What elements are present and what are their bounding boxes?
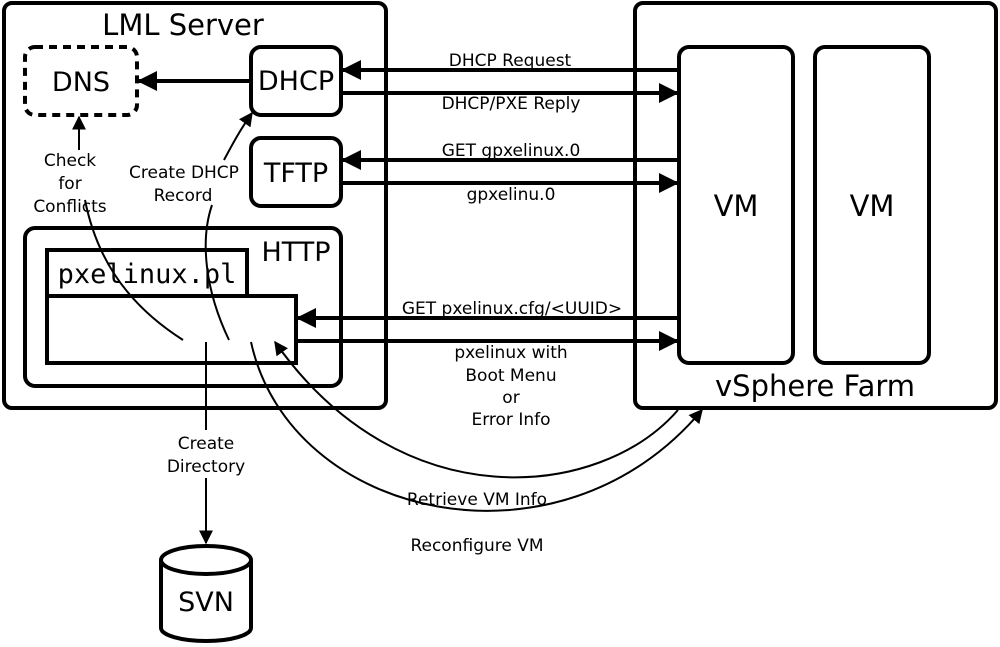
svn-label: SVN: [178, 587, 234, 618]
create-directory-label-1: Create: [178, 434, 235, 454]
pxelinux-pl-body: [45, 294, 298, 365]
create-dhcp-record-arrow: [223, 111, 253, 161]
pxelinux-reply-label-4: Error Info: [471, 410, 550, 430]
reconfigure-vm-label: Reconfigure VM: [410, 536, 543, 556]
pxelinux-reply-label-1: pxelinux with: [454, 343, 567, 363]
http-label: HTTP: [261, 237, 330, 268]
svn-cylinder: [159, 544, 253, 643]
lml-server-label: LML Server: [102, 8, 264, 42]
dhcp-label: DHCP: [258, 66, 334, 97]
pxelinux-reply-label-3: or: [502, 388, 519, 408]
check-conflicts-label-3: Conflicts: [33, 197, 106, 217]
dhcp-request-label: DHCP Request: [449, 51, 572, 71]
retrieve-vm-info-label: Retrieve VM Info: [407, 490, 547, 510]
dhcp-reply-label: DHCP/PXE Reply: [442, 94, 581, 114]
pxelinux-reply-label-2: Boot Menu: [465, 366, 556, 386]
vm-box-2: [813, 45, 931, 365]
create-dhcp-record-curve: [204, 204, 230, 341]
dns-label: DNS: [52, 67, 110, 98]
vm-label-1: VM: [714, 189, 759, 223]
vm-box-1: [677, 45, 795, 365]
tftp-label: TFTP: [263, 158, 328, 189]
check-conflicts-curve: [84, 199, 184, 341]
vsphere-farm-label: vSphere Farm: [715, 369, 915, 403]
tftp-box: [249, 136, 343, 208]
create-dhcp-record-label-2: Record: [154, 186, 213, 206]
create-dhcp-record-label-1: Create DHCP: [129, 163, 239, 183]
vm-label-2: VM: [850, 189, 895, 223]
gpxelinu-label: gpxelinu.0: [467, 185, 556, 205]
check-conflicts-label-2: for: [58, 174, 81, 194]
create-directory-label-2: Directory: [167, 457, 245, 477]
get-gpxelinux-label: GET gpxelinux.0: [442, 141, 581, 161]
get-pxelinux-cfg-label: GET pxelinux.cfg/<UUID>: [402, 299, 622, 319]
check-conflicts-label-1: Check: [44, 151, 96, 171]
retrieve-vm-info-arrow: [274, 340, 679, 479]
reconfigure-vm-arrow: [250, 341, 703, 512]
